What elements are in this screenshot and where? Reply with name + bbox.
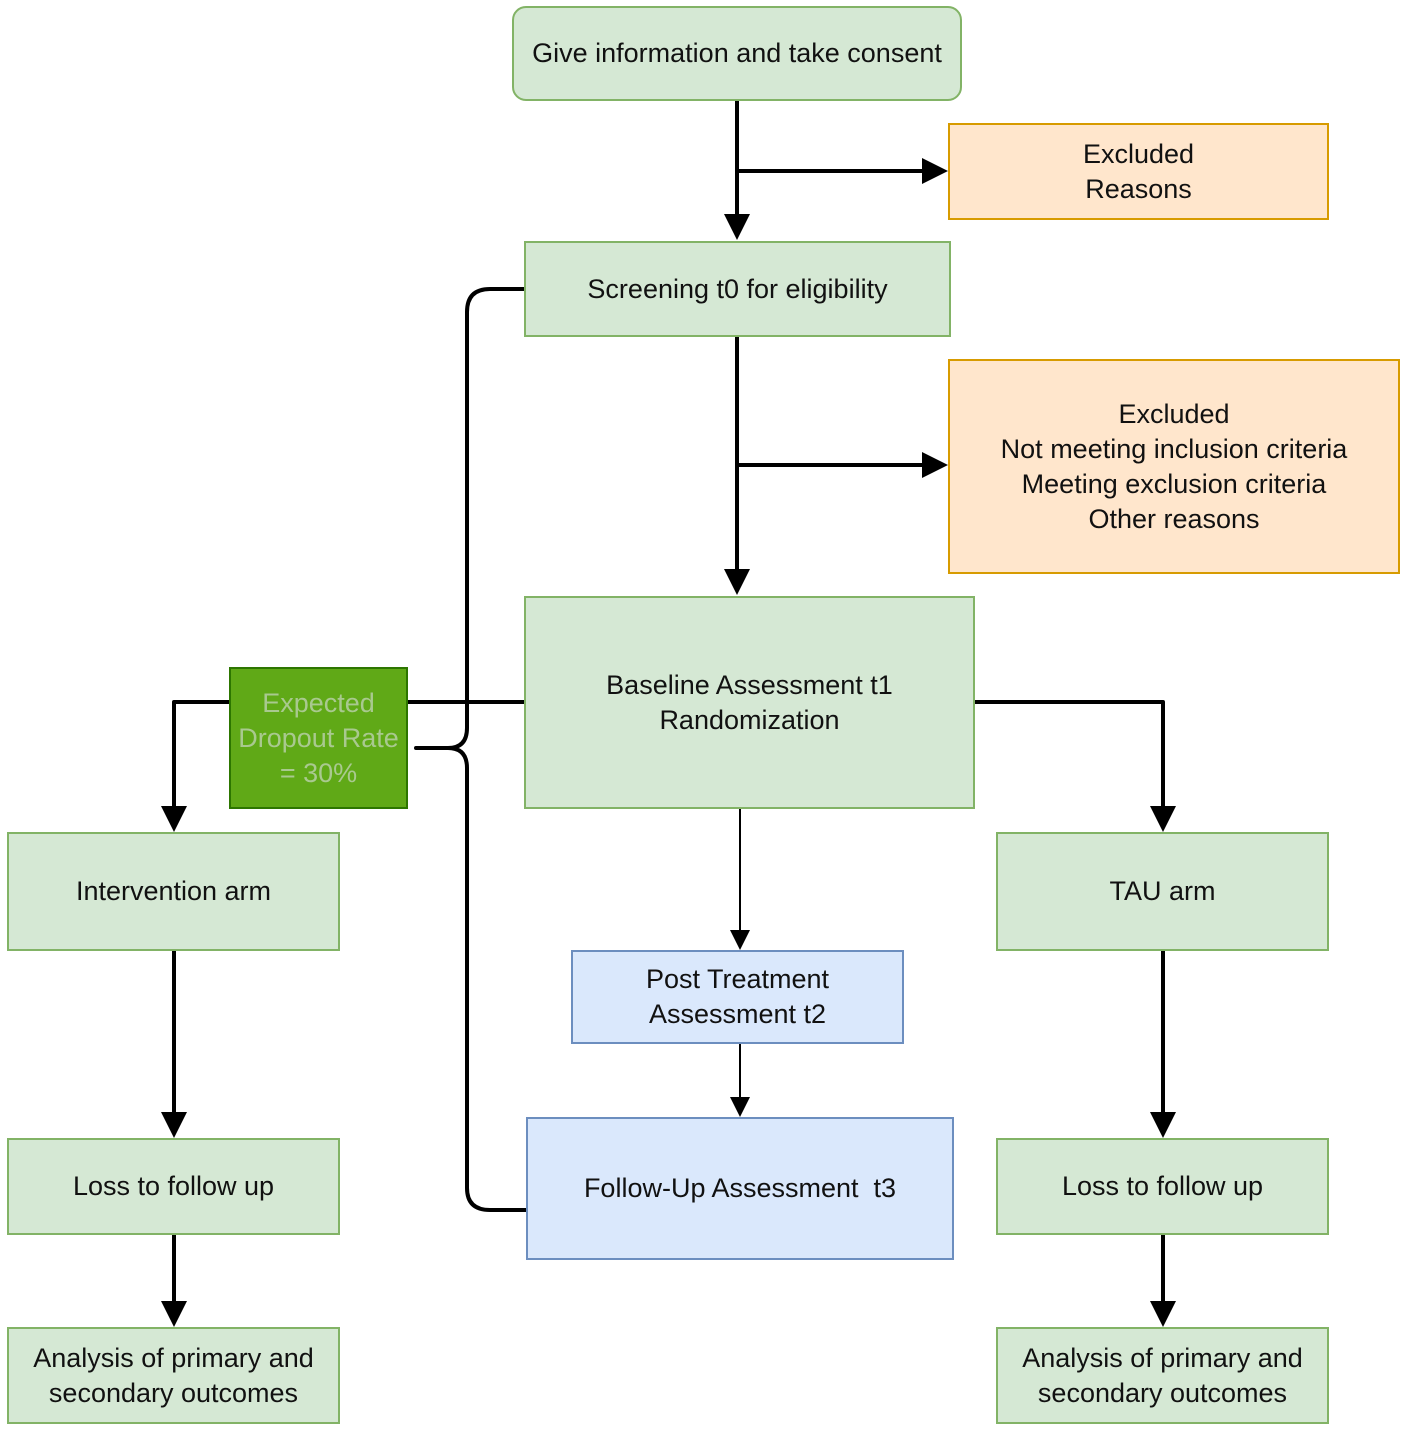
loss-right-text: Loss to follow up [1061, 1171, 1264, 1201]
arrowhead-tau [1150, 806, 1176, 832]
intervention-arm-box: Intervention arm [7, 832, 340, 951]
arrowhead-loss-left [161, 1112, 187, 1138]
arrowhead-baseline [724, 569, 750, 595]
baseline-box: Baseline Assessment t1 Randomization [524, 596, 975, 809]
analysis-left-line-2: secondary outcomes [48, 1377, 299, 1408]
arrowhead-screening [724, 214, 750, 240]
intervention-arm-text: Intervention arm [75, 876, 272, 906]
excluded-top-title: Excluded [1082, 138, 1195, 169]
post-treatment-line-1: Post Treatment [645, 964, 830, 994]
post-treatment-box: Post Treatment Assessment t2 [571, 950, 904, 1044]
analysis-right-box: Analysis of primary and secondary outcom… [996, 1327, 1329, 1424]
analysis-left-line-1: Analysis of primary and [33, 1342, 314, 1373]
excluded-top-reasons: Reasons [1085, 173, 1192, 204]
follow-up-text: Follow-Up Assessment t3 [583, 1173, 897, 1203]
consent-text: Give information and take consent [532, 38, 942, 68]
arrowhead-followup [730, 1097, 750, 1117]
screening-text: Screening t0 for eligibility [587, 273, 888, 304]
consent-box: Give information and take consent [512, 6, 962, 101]
analysis-right-line-1: Analysis of primary and [1022, 1342, 1303, 1373]
excluded-mid-title: Excluded [1118, 398, 1230, 429]
dropout-line-3: = 30% [279, 757, 358, 788]
dropout-line-2: Dropout Rate [238, 722, 399, 753]
arrowhead-intervention [161, 806, 187, 832]
tau-arm-box: TAU arm [996, 832, 1329, 951]
excluded-mid-inclusion: Not meeting inclusion criteria [1000, 433, 1348, 464]
excluded-mid-box: Excluded Not meeting inclusion criteria … [948, 359, 1400, 574]
arrowhead-post [730, 930, 750, 950]
loss-left-text: Loss to follow up [72, 1171, 275, 1201]
arrowhead-excluded-top [922, 158, 948, 184]
baseline-text: Baseline Assessment t1 [606, 669, 893, 700]
excluded-top-box: Excluded Reasons [948, 123, 1329, 220]
follow-up-box: Follow-Up Assessment t3 [526, 1117, 954, 1260]
dropout-line-1: Expected [262, 687, 375, 718]
arrowhead-analysis-left [161, 1301, 187, 1327]
excluded-mid-exclusion: Meeting exclusion criteria [1021, 468, 1327, 499]
screening-box: Screening t0 for eligibility [524, 241, 951, 337]
dropout-box: Expected Dropout Rate = 30% [229, 667, 408, 809]
randomization-text: Randomization [659, 704, 840, 735]
edge-baseline-to-tau [974, 700, 1165, 812]
arrowhead-loss-right [1150, 1112, 1176, 1138]
arrowhead-excluded-mid [922, 452, 948, 478]
post-treatment-line-2: Assessment t2 [648, 999, 827, 1029]
excluded-mid-other: Other reasons [1088, 503, 1260, 534]
loss-left-box: Loss to follow up [7, 1138, 340, 1235]
arrowhead-analysis-right [1150, 1301, 1176, 1327]
dropout-brace [414, 287, 526, 1212]
analysis-left-box: Analysis of primary and secondary outcom… [7, 1327, 340, 1424]
loss-right-box: Loss to follow up [996, 1138, 1329, 1235]
tau-arm-text: TAU arm [1109, 876, 1216, 906]
analysis-right-line-2: secondary outcomes [1037, 1377, 1288, 1408]
